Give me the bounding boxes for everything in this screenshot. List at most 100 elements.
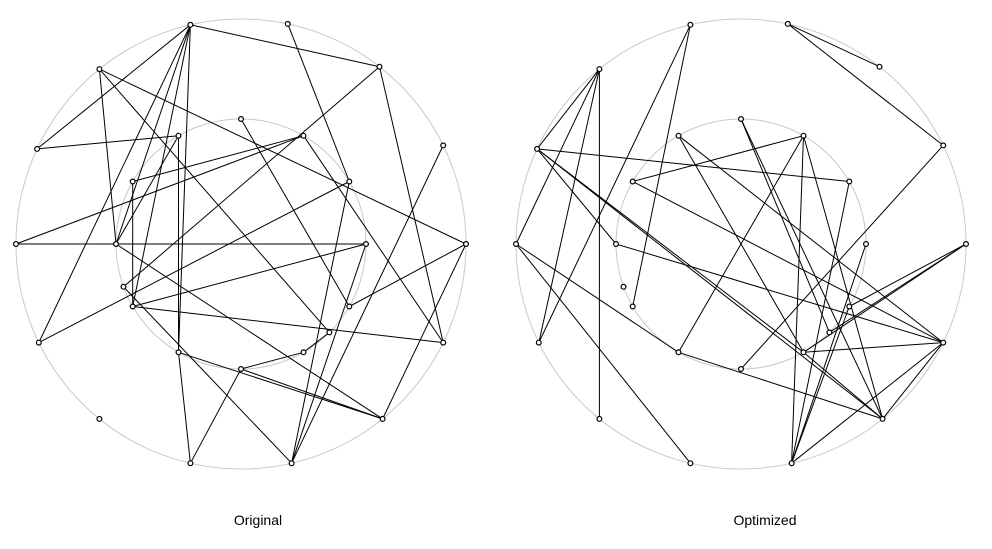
graph-edge: [349, 243, 467, 307]
graph-node: [300, 349, 307, 356]
graph-node: [940, 339, 947, 346]
graph-node: [326, 329, 333, 336]
graph-node: [463, 241, 470, 248]
graph-node: [376, 63, 383, 70]
graph-edge: [803, 342, 944, 353]
graph-edge: [632, 181, 944, 344]
graph-edge: [536, 68, 600, 150]
graph-edge: [803, 351, 883, 420]
edge-group: [15, 23, 467, 464]
graph-edge: [37, 135, 179, 150]
graph-edge: [99, 68, 467, 245]
graph-edge: [740, 118, 830, 333]
graph-node: [288, 460, 295, 467]
graph-edge: [515, 243, 691, 464]
graph-edge: [190, 24, 380, 68]
graph-edge: [829, 243, 967, 333]
graph-node: [788, 460, 795, 467]
graph-edge: [38, 181, 350, 344]
graph-node: [846, 303, 853, 310]
graph-edge: [240, 351, 304, 370]
edge-group: [515, 23, 967, 464]
graph-edge: [791, 342, 944, 464]
graph-edge: [740, 118, 884, 420]
graph-node: [675, 132, 682, 139]
graph-edge: [678, 351, 883, 420]
graph-node: [440, 142, 447, 149]
graph-edge: [740, 145, 944, 370]
graph-node: [596, 66, 603, 73]
graph-edge: [538, 24, 691, 343]
graph-edge: [132, 243, 367, 307]
graph-node: [612, 241, 619, 248]
graph-edge: [178, 352, 191, 464]
graph-node: [13, 241, 20, 248]
graph-edge: [536, 148, 883, 420]
graph-node: [846, 178, 853, 185]
graph-node: [940, 142, 947, 149]
graph-edge: [115, 24, 191, 245]
graph-edge: [791, 306, 850, 464]
panel-caption-optimized: Optimized: [733, 512, 796, 528]
graph-node: [175, 132, 182, 139]
graph-edge: [632, 24, 691, 307]
graph-node: [737, 115, 744, 122]
graph-edge: [882, 342, 944, 420]
graph-node: [687, 460, 694, 467]
graph-edge: [303, 135, 444, 343]
graph-edge: [382, 243, 467, 420]
graph-node: [363, 241, 370, 248]
graph-node: [284, 20, 291, 27]
graph-edge: [538, 68, 600, 343]
graph-node: [346, 303, 353, 310]
graph-edge: [678, 135, 944, 343]
graph-edge: [132, 135, 304, 182]
graph-node: [876, 63, 883, 70]
graph-node: [96, 66, 103, 73]
graph-node: [300, 132, 307, 139]
graph-node: [962, 241, 969, 248]
graph-node: [800, 349, 807, 356]
graph-node: [129, 178, 136, 185]
graph-edge: [98, 69, 117, 245]
graph-node: [346, 178, 353, 185]
graph-node: [862, 241, 869, 248]
graph-node: [34, 145, 41, 152]
graph-node: [687, 21, 694, 28]
graph-edge: [132, 306, 444, 344]
graph-edge: [178, 351, 383, 420]
optimized-graph-panel: Optimized: [512, 18, 969, 528]
graph-node: [187, 460, 194, 467]
graph-node: [238, 366, 245, 373]
graph-node: [35, 339, 42, 346]
graph-edge: [240, 118, 350, 307]
graph-edge: [787, 23, 880, 68]
graph-node: [512, 241, 519, 248]
graph-edge: [240, 368, 383, 420]
graph-node: [879, 415, 886, 422]
graph-node: [629, 303, 636, 310]
graph-node: [112, 241, 119, 248]
graph-edge: [123, 66, 380, 288]
graph-edge: [791, 181, 850, 464]
graph-edge: [303, 332, 330, 353]
graph-edge: [38, 24, 191, 343]
original-graph-panel: Original: [13, 18, 470, 528]
graph-edge: [123, 286, 292, 464]
graph-edge: [536, 148, 617, 245]
graph-node: [534, 145, 541, 152]
graph-edge: [15, 135, 304, 245]
graph-edge: [99, 68, 330, 333]
graph-edge: [115, 135, 179, 245]
graph-edge: [291, 145, 444, 464]
graph-node: [826, 329, 833, 336]
graph-edge: [515, 68, 600, 245]
graph-edge: [36, 24, 191, 150]
graph-node: [96, 415, 103, 422]
graph-edge: [787, 23, 944, 146]
graph-node: [629, 178, 636, 185]
graph-edge: [632, 135, 804, 182]
graph-edge: [189, 368, 242, 464]
graph-node: [784, 20, 791, 27]
graph-edge: [115, 243, 383, 420]
